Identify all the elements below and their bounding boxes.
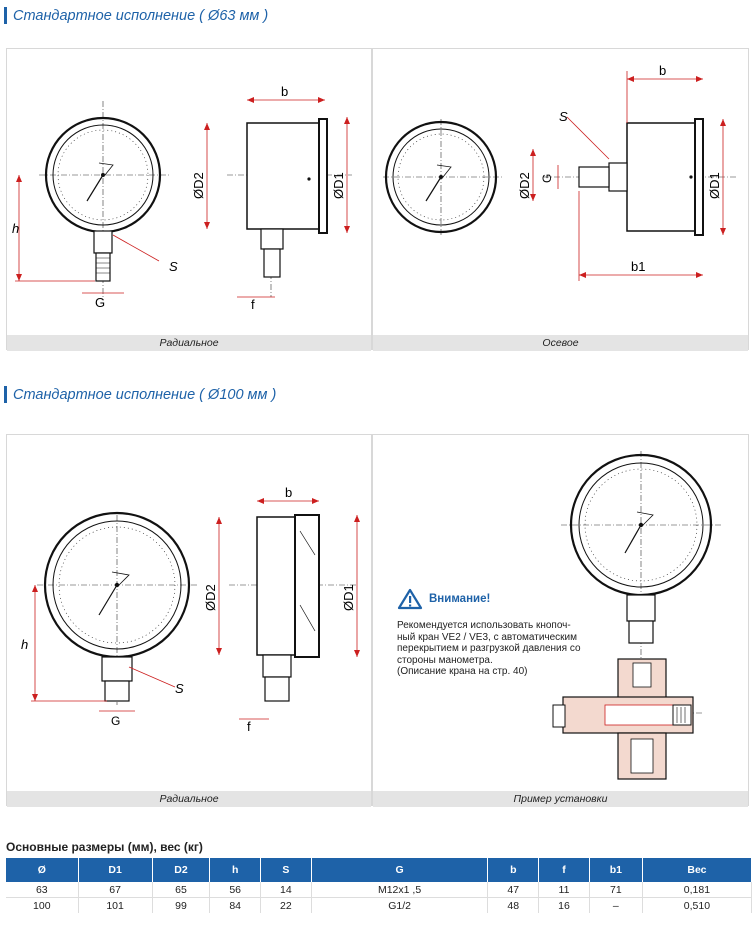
gauge-side-63 xyxy=(246,118,328,278)
table-row: 63 67 65 56 14 M12x1 ,5 47 11 71 0,181 xyxy=(6,882,753,898)
table-cell: 48 xyxy=(487,897,540,913)
label-D1: ØD1 xyxy=(331,172,346,199)
drawing-panel-radial-63: h S G b f ØD2 ØD1 Радиальное xyxy=(6,48,372,351)
table-header: G xyxy=(311,858,489,882)
drawing-install-100 xyxy=(552,451,723,780)
gauge-side-axial-63 xyxy=(578,118,704,236)
table-row: 100 101 99 84 22 G1/2 48 16 – 0,510 xyxy=(6,897,753,913)
warning-text: Рекомендуется использовать кнопоч- ный к… xyxy=(397,620,607,678)
drawing-panel-axial-63: b S G ØD2 ØD1 b1 Осевое xyxy=(372,48,749,351)
drawing-panel-radial-100: h S G b f ØD2 ØD1 Радиальное xyxy=(6,434,372,807)
caption-axial-63: Осевое xyxy=(373,335,748,351)
gauge-side-100 xyxy=(256,514,320,702)
warning-title: Внимание! xyxy=(429,593,491,605)
warning-header: Внимание! xyxy=(397,588,607,610)
section-title-text: Стандартное исполнение ( Ø63 мм ) xyxy=(13,7,269,24)
table-cell: 99 xyxy=(152,897,211,913)
table-cell: 65 xyxy=(152,882,211,898)
label-f: f xyxy=(247,719,251,734)
warning-line: (Описание крана на стр. 40) xyxy=(397,666,528,677)
label-b: b xyxy=(281,84,288,99)
dimension-arrows xyxy=(530,76,726,278)
dimension-lines xyxy=(15,99,348,298)
table-title: Основные размеры (мм), вес (кг) xyxy=(6,840,203,854)
table-header-row: Ø D1 D2 h S G b f b1 Вес xyxy=(6,858,753,882)
table-cell: 47 xyxy=(487,882,540,898)
table-header: b xyxy=(487,858,540,882)
table-cell: 14 xyxy=(260,882,312,898)
drawing-radial-63: h S G b f ØD2 ØD1 xyxy=(12,84,352,312)
warning-line: Рекомендуется использовать кнопоч- xyxy=(397,620,571,631)
dimension-lines xyxy=(31,500,358,720)
caption-radial-63: Радиальное xyxy=(7,335,371,351)
drawing-radial-100: h S G b f ØD2 ØD1 xyxy=(21,485,360,734)
label-D1: ØD1 xyxy=(707,172,722,199)
dimensions-table: Ø D1 D2 h S G b f b1 Вес 63 67 65 56 14 … xyxy=(6,858,753,913)
warning-line: ный кран VE2 / VE3, с автоматическим xyxy=(397,631,578,643)
label-f: f xyxy=(251,297,255,312)
table-cell: G1/2 xyxy=(311,897,489,913)
label-D2: ØD2 xyxy=(191,172,206,199)
caption-radial-100: Радиальное xyxy=(7,791,371,807)
table-cell: M12x1 ,5 xyxy=(311,882,489,898)
table-header: Вес xyxy=(642,858,753,882)
section-accent-bar xyxy=(4,7,7,24)
table-header: D2 xyxy=(152,858,211,882)
dimension-arrows xyxy=(32,498,360,701)
label-G: G xyxy=(540,174,554,183)
caption-install-100: Пример установки xyxy=(373,791,748,807)
table-cell: 100 xyxy=(6,897,79,913)
valve-drawing xyxy=(552,658,694,780)
table-header: b1 xyxy=(589,858,643,882)
table-cell: 22 xyxy=(260,897,312,913)
section-title-63: Стандартное исполнение ( Ø63 мм ) xyxy=(4,7,268,24)
table-header: f xyxy=(538,858,590,882)
table-header: Ø xyxy=(6,858,79,882)
table-cell: 67 xyxy=(78,882,153,898)
label-S: S xyxy=(559,109,568,124)
label-G: G xyxy=(95,295,105,310)
label-b1: b1 xyxy=(631,259,645,274)
table-cell: 101 xyxy=(78,897,153,913)
gauge-front-63 xyxy=(44,116,162,282)
table-cell: 0,181 xyxy=(642,882,753,898)
label-G: G xyxy=(111,714,120,728)
gauge-installed xyxy=(569,453,713,644)
label-h: h xyxy=(12,221,19,236)
table-cell: 11 xyxy=(538,882,590,898)
section-accent-bar xyxy=(4,386,7,403)
table-cell: 0,510 xyxy=(642,897,753,913)
table-cell: 63 xyxy=(6,882,79,898)
dimension-arrows xyxy=(16,97,350,281)
drawing-axial-63: b S G ØD2 ØD1 b1 xyxy=(383,63,738,281)
label-D2: ØD2 xyxy=(517,172,532,199)
warning-notice: Внимание! Рекомендуется использовать кно… xyxy=(397,588,607,678)
table-cell: 84 xyxy=(209,897,262,913)
gauge-front-100 xyxy=(43,511,191,702)
warning-line: стороны манометра. xyxy=(397,654,493,666)
table-cell: – xyxy=(589,897,643,913)
label-b: b xyxy=(659,63,666,78)
table-header: S xyxy=(260,858,312,882)
table-header: h xyxy=(209,858,262,882)
table-header: D1 xyxy=(78,858,153,882)
gauge-front-axial-63 xyxy=(384,120,498,234)
label-D1: ØD1 xyxy=(341,584,356,611)
drawing-panel-install-100: Пример установки xyxy=(372,434,749,807)
table-cell: 71 xyxy=(589,882,643,898)
dimension-lines xyxy=(532,71,724,281)
section-title-text: Стандартное исполнение ( Ø100 мм ) xyxy=(13,386,277,403)
label-S: S xyxy=(169,259,178,274)
warning-line: перекрытием и разгрузкой давления со xyxy=(397,643,581,654)
label-S: S xyxy=(175,681,184,696)
section-title-100: Стандартное исполнение ( Ø100 мм ) xyxy=(4,386,276,403)
label-b: b xyxy=(285,485,292,500)
table-cell: 16 xyxy=(538,897,590,913)
warning-triangle-icon xyxy=(397,588,423,610)
label-D2: ØD2 xyxy=(203,584,218,611)
table-cell: 56 xyxy=(209,882,262,898)
label-h: h xyxy=(21,637,28,652)
